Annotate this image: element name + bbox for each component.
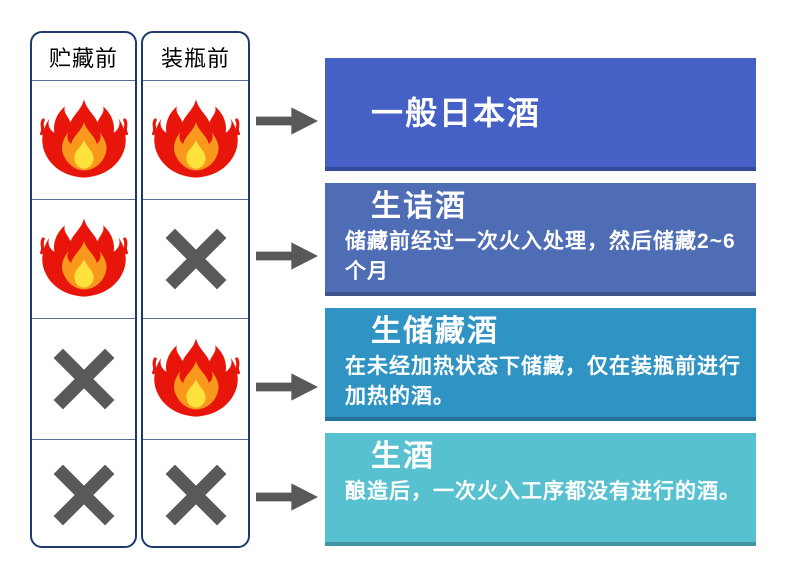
result-title: 生酒	[371, 440, 435, 473]
cell-bottling-row1	[143, 81, 248, 200]
result-title: 生诘酒	[371, 190, 467, 223]
right-arrow-icon	[256, 483, 318, 511]
x-icon	[165, 228, 226, 290]
result-box-namazake: 生酒 酿造后，一次火入工序都没有进行的酒。	[325, 433, 756, 546]
right-arrow-icon	[256, 242, 318, 270]
cell-storage-row2	[32, 200, 135, 319]
cell-storage-row3	[32, 319, 135, 440]
cell-bottling-row2	[143, 200, 248, 319]
cell-bottling-row3	[143, 319, 248, 440]
result-box-regular-sake: 一般日本酒	[325, 58, 756, 171]
result-description: 在未经加热状态下储藏，仅在装瓶前进行加热的酒。	[345, 355, 741, 408]
fire-icon	[151, 99, 240, 178]
column-before-storage: 贮藏前	[30, 31, 137, 548]
cell-storage-row4	[32, 440, 135, 549]
result-description: 酿造后，一次火入工序都没有进行的酒。	[345, 480, 741, 503]
result-box-namazume: 生诘酒 储藏前经过一次火入处理，然后储藏2~6个月	[325, 183, 756, 296]
right-arrow-icon	[256, 107, 318, 135]
result-title: 生储藏酒	[371, 315, 499, 348]
x-icon	[53, 348, 114, 410]
right-arrow-icon	[256, 373, 318, 401]
cell-storage-row1	[32, 81, 135, 200]
x-icon	[165, 464, 226, 525]
column-before-bottling: 装瓶前	[141, 31, 250, 548]
fire-icon	[39, 218, 128, 297]
cell-bottling-row4	[143, 440, 248, 549]
fire-icon	[151, 338, 240, 417]
column-header-before-storage: 贮藏前	[32, 33, 135, 81]
fire-icon	[39, 99, 128, 178]
result-box-namachozo: 生储藏酒 在未经加热状态下储藏，仅在装瓶前进行加热的酒。	[325, 308, 756, 421]
x-icon	[53, 464, 114, 525]
result-description: 储藏前经过一次火入处理，然后储藏2~6个月	[345, 230, 736, 283]
result-title: 一般日本酒	[371, 94, 542, 131]
column-header-before-bottling: 装瓶前	[143, 33, 248, 81]
